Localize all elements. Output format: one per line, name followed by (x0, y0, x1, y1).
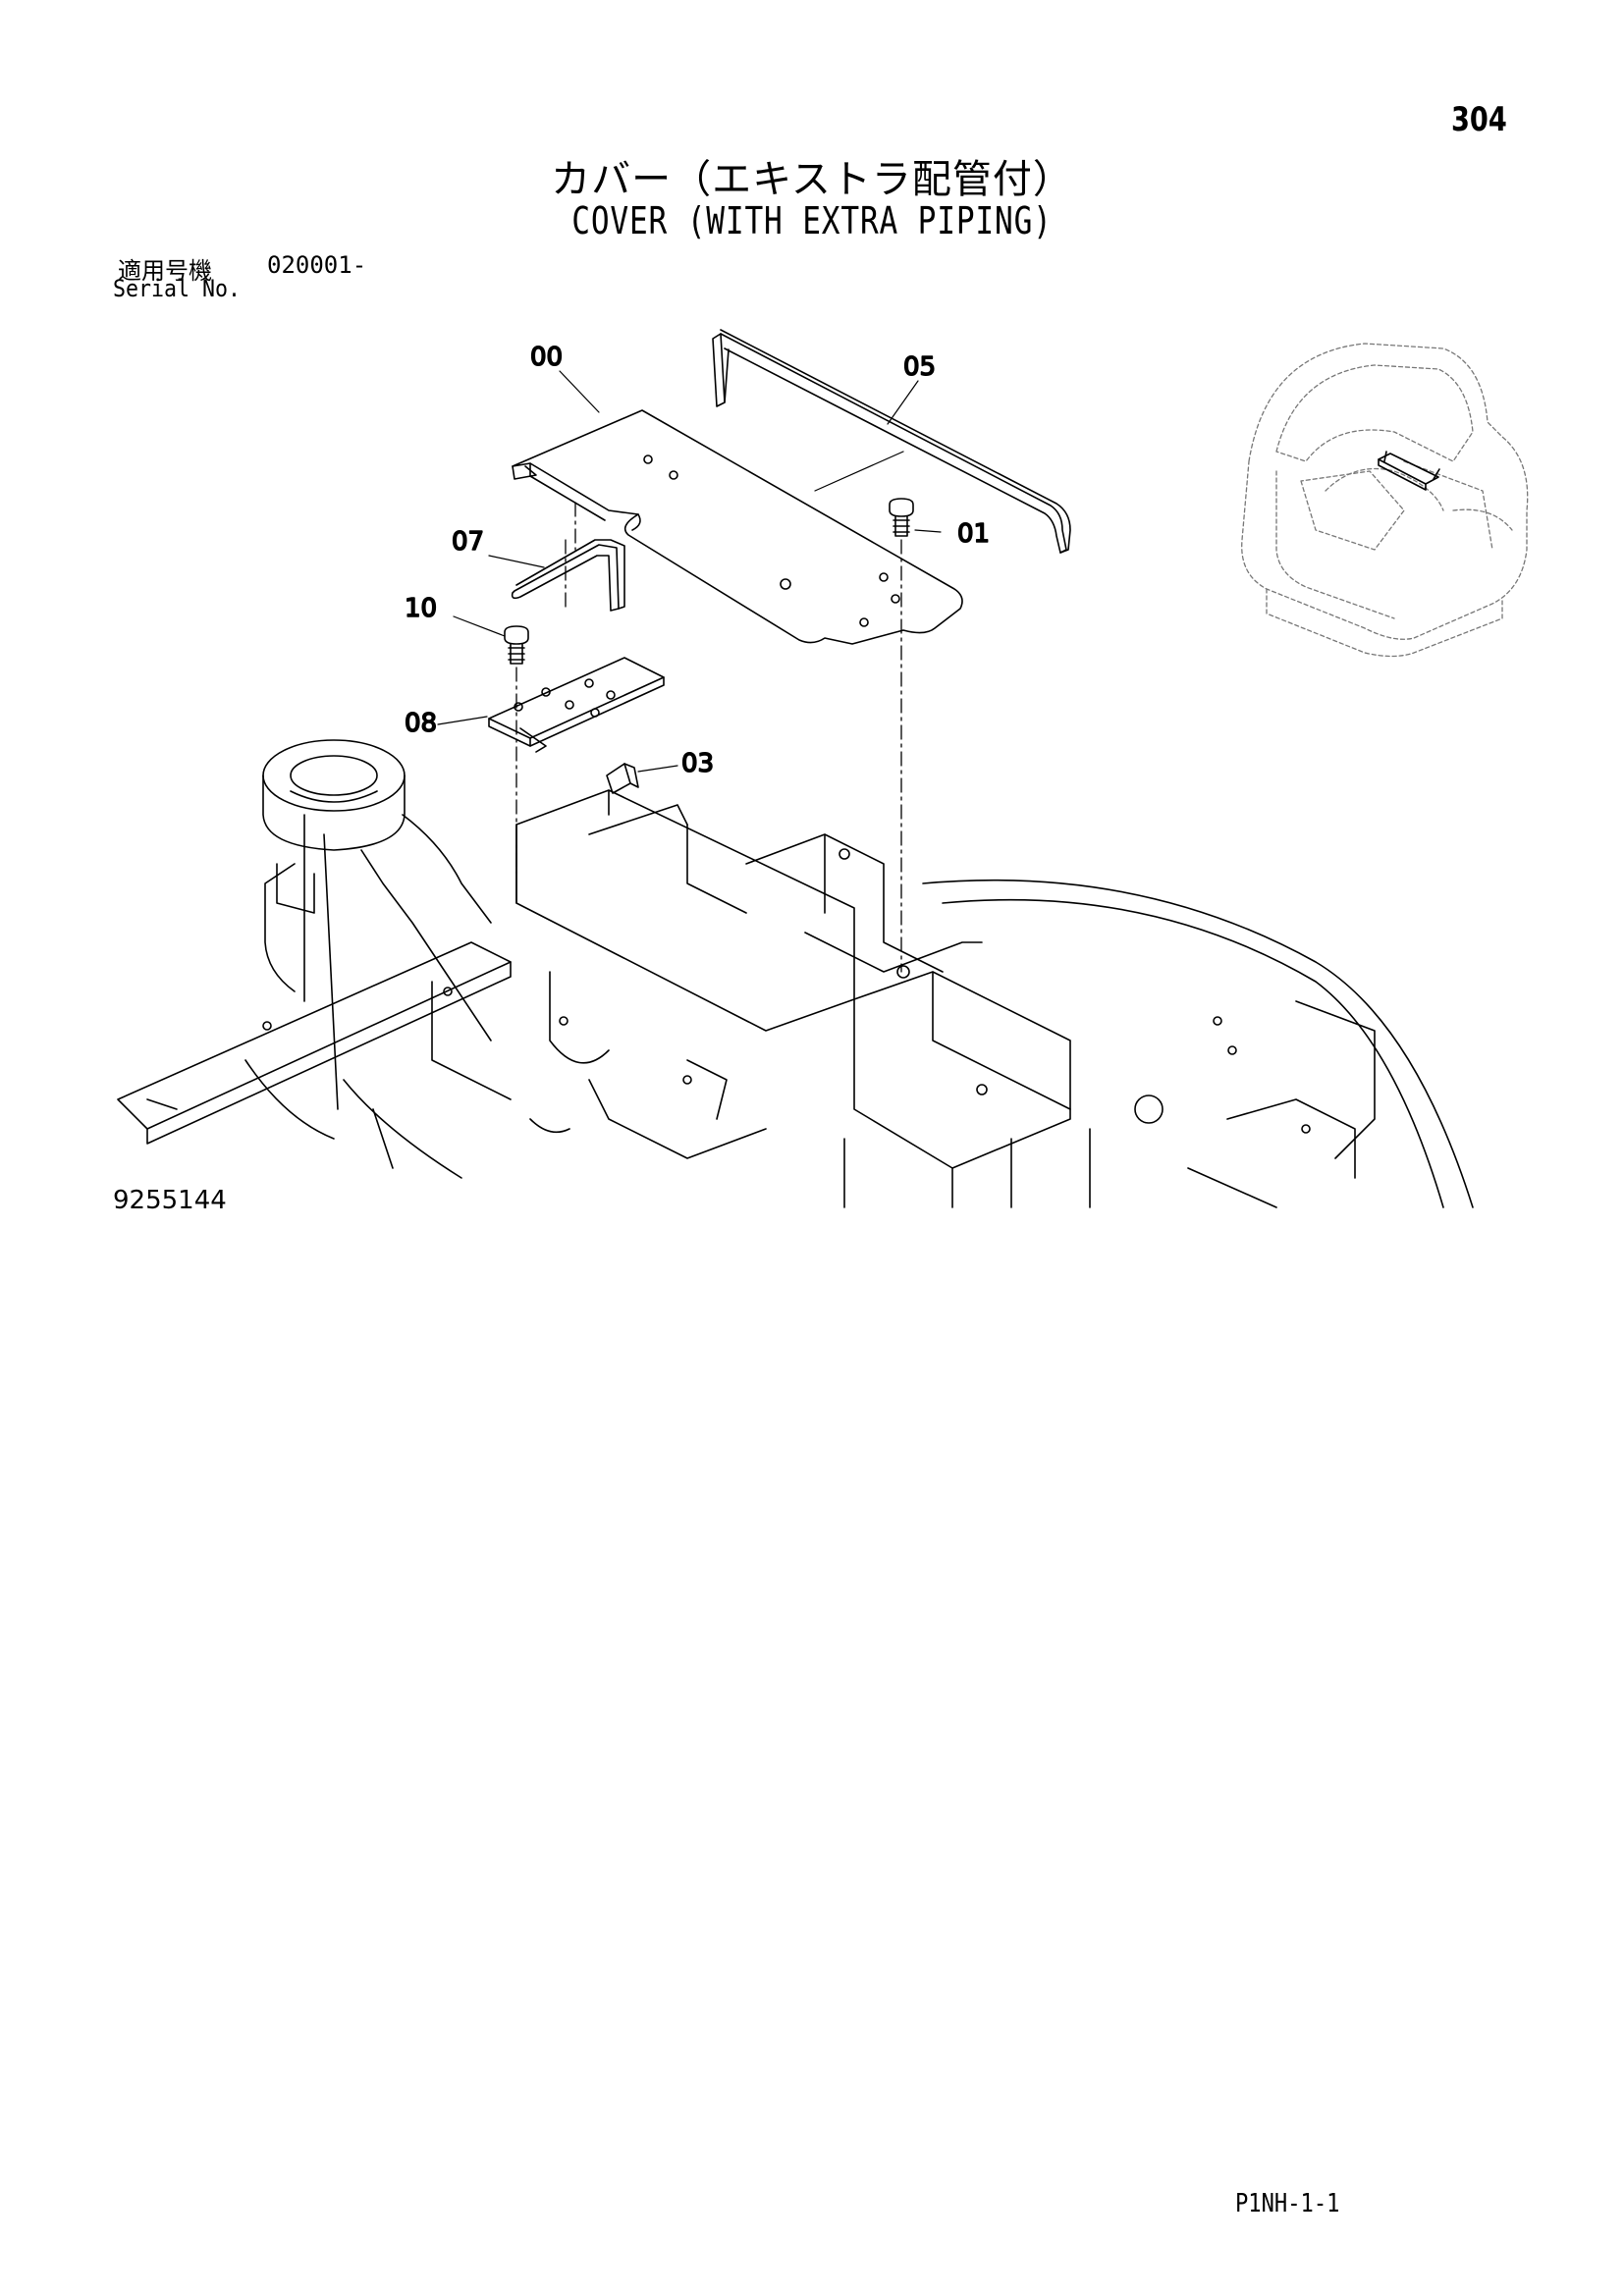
callout-05: 05 (903, 352, 936, 382)
cab-inset-highlight-part (1378, 451, 1440, 491)
part-08-bracket (488, 657, 665, 753)
part-01-bolt (889, 498, 914, 537)
serial-label-japanese: 適用号機 (118, 257, 212, 285)
part-10-bolt (504, 625, 529, 665)
drawing-number: 9255144 (113, 1186, 227, 1215)
part-03-clip (606, 763, 639, 794)
page-code: P1NH-1-1 (1235, 2189, 1340, 2218)
cab-overview-inset (1241, 343, 1529, 658)
part-05-strip (712, 329, 1071, 554)
callout-03: 03 (681, 749, 714, 778)
callout-01: 01 (957, 519, 990, 549)
alignment-lines (515, 502, 902, 973)
callout-07: 07 (452, 527, 484, 557)
page-number: 304 (1451, 100, 1507, 139)
page-title-japanese: カバー（エキストラ配管付） (551, 157, 1073, 202)
callout-10: 10 (405, 594, 437, 623)
callout-08: 08 (405, 709, 437, 738)
serial-range: 020001- (267, 251, 367, 279)
serial-label-english: Serial No. (113, 275, 242, 302)
part-07-strip (511, 539, 625, 612)
callout-leaders (437, 370, 942, 773)
callout-00: 00 (530, 343, 563, 372)
page-title-english: COVER (WITH EXTRA PIPING) (571, 199, 1053, 242)
part-00-cover (512, 409, 963, 645)
base-frame (117, 739, 1474, 1208)
